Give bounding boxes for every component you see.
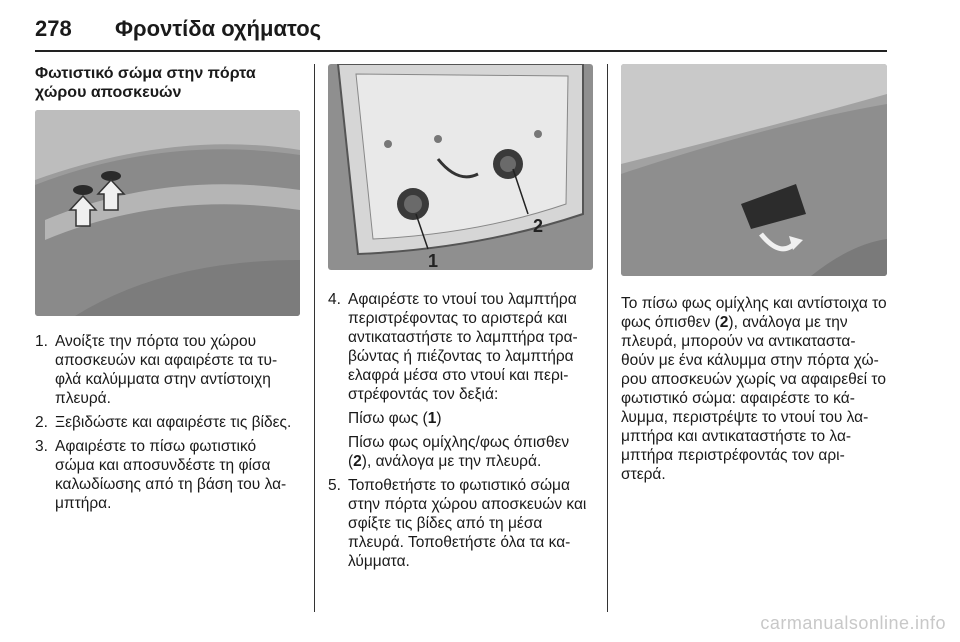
column-divider [314, 64, 315, 612]
step-number: 3. [35, 438, 48, 455]
cover-panel-illustration [621, 64, 887, 276]
section-title: Φωτιστικό σώμα στην πόρτα χώρου αποσκευώ… [35, 65, 256, 101]
up-arrow-icon [68, 178, 126, 227]
list-item: 3. Αφαιρέστε το πίσω φωτιστικό σώμα και α… [35, 437, 300, 513]
steps-list: 5. Τοποθετήστε το φωτιστικό σώμα στην πόρ… [328, 476, 593, 571]
callout-1: 1 [428, 251, 438, 270]
chapter-title: Φροντίδα οχήματος [115, 16, 322, 41]
step-text: Ξεβιδώστε και αφαιρέστε τις βίδες. [55, 414, 292, 431]
lamp-sockets-illustration: 1 2 [328, 64, 593, 270]
step-number: 5. [328, 477, 341, 494]
header-rule [35, 50, 887, 52]
bulb-item: Πίσω φως ομίχλης/φως όπισθεν (2), ανάλογ… [348, 434, 570, 470]
steps-list: 1. Ανοίξτε την πόρτα του χώρου αποσκευών … [35, 332, 300, 513]
steps-list: 4. Αφαιρέστε το ντουί του λαμπτήρα περιστ… [328, 290, 593, 404]
column-left: Φωτιστικό σώμα στην πόρτα χώρου αποσκευώ… [35, 64, 300, 518]
list-item: 5. Τοποθετήστε το φωτιστικό σώμα στην πόρ… [328, 476, 593, 571]
step-text: Αφαιρέστε το πίσω φωτιστικό σώμα και απο… [55, 438, 287, 512]
instruction-paragraph: Το πίσω φως ομίχλης και αντίστοιχα το φω… [621, 295, 887, 483]
page-number: 278 [35, 16, 72, 41]
list-item: 1. Ανοίξτε την πόρτα του χώρου αποσκευών … [35, 332, 300, 408]
step-number: 4. [328, 291, 341, 308]
column-divider [607, 64, 608, 612]
bulb-item: Πίσω φως (1) [348, 410, 442, 427]
list-item: 4. Αφαιρέστε το ντουί του λαμπτήρα περιστ… [328, 290, 593, 404]
watermark: carmanualsonline.info [760, 613, 946, 633]
column-middle: 1 2 4. Αφαιρέστε το ντουί του λαμπτήρα πε… [328, 64, 593, 576]
arrow-icon [789, 236, 803, 250]
step-text: Τοποθετήστε το φωτιστικό σώμα στην πόρτα… [348, 477, 587, 570]
column-right: Το πίσω φως ομίχλης και αντίστοιχα το φω… [621, 64, 887, 484]
page-header: 278 Φροντίδα οχήματος [35, 16, 885, 46]
step-text: Αφαιρέστε το ντουί του λαμπτήρα περιστρέ… [348, 291, 578, 403]
callout-2: 2 [533, 216, 543, 236]
step-number: 2. [35, 414, 48, 431]
list-item: 2. Ξεβιδώστε και αφαιρέστε τις βίδες. [35, 413, 300, 432]
step-text: Ανοίξτε την πόρτα του χώρου αποσκευών κα… [55, 333, 278, 407]
tailgate-covers-illustration [35, 110, 300, 316]
step-number: 1. [35, 333, 48, 350]
